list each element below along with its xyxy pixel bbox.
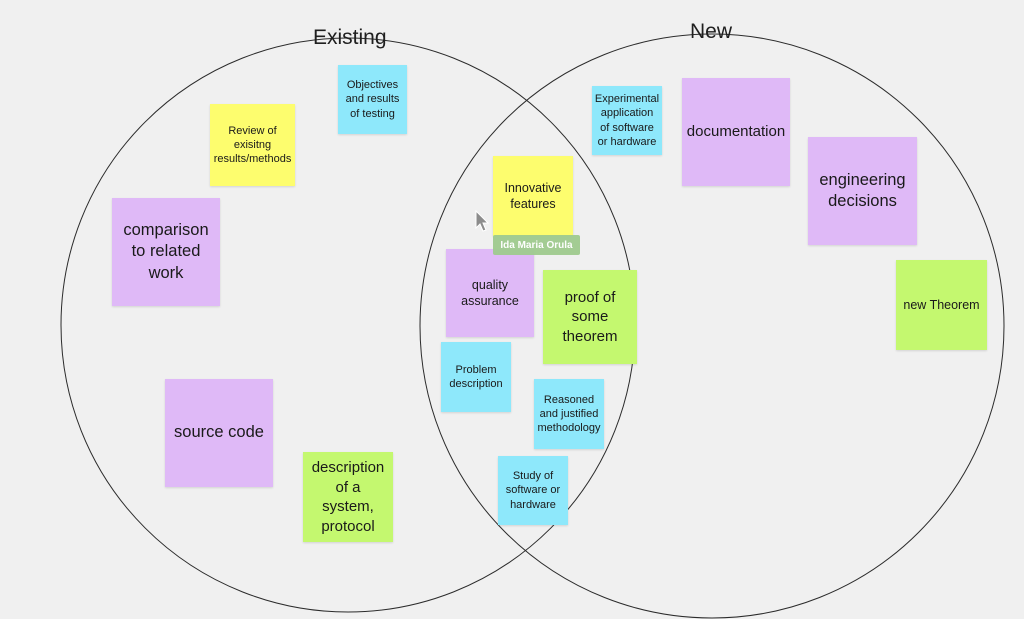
collaborator-name-tag: Ida Maria Orula <box>493 235 580 255</box>
sticky-note-text: Innovative features <box>504 180 562 211</box>
sticky-note-objectives[interactable]: Objectives and results of testing <box>338 65 407 134</box>
sticky-note-text: engineering decisions <box>819 170 906 210</box>
sticky-note-review[interactable]: Review of exisitng results/methods <box>210 104 295 186</box>
sticky-note-text: comparison to related work <box>123 220 209 282</box>
sticky-note-text: description of a system, protocol <box>311 459 385 535</box>
sticky-note-comparison[interactable]: comparison to related work <box>112 198 220 306</box>
sticky-note-proof[interactable]: proof of some theorem <box>543 270 637 364</box>
sticky-note-description-system[interactable]: description of a system, protocol <box>303 452 393 542</box>
sticky-note-experimental[interactable]: Experimental application of software or … <box>592 86 662 155</box>
sticky-note-engineering[interactable]: engineering decisions <box>808 137 917 245</box>
sticky-note-text: documentation <box>686 123 786 141</box>
sticky-note-text: source code <box>174 423 264 442</box>
sticky-note-text: Experimental application of software or … <box>594 92 660 148</box>
sticky-note-reasoned[interactable]: Reasoned and justified methodology <box>534 379 604 449</box>
sticky-note-text: quality assurance <box>461 277 519 308</box>
sticky-note-text: new Theorem <box>903 297 980 312</box>
sticky-note-text: proof of some theorem <box>562 288 618 345</box>
sticky-note-quality[interactable]: quality assurance <box>446 249 534 337</box>
sticky-note-text: Reasoned and justified methodology <box>537 393 601 435</box>
new-circle <box>419 33 1005 619</box>
sticky-note-documentation[interactable]: documentation <box>682 78 790 186</box>
new-label: New <box>690 20 733 43</box>
sticky-note-text: Objectives and results of testing <box>345 79 400 120</box>
collaborator-cursor-icon <box>475 210 489 232</box>
existing-label: Existing <box>313 26 387 49</box>
sticky-note-text: Review of exisitng results/methods <box>213 124 292 166</box>
sticky-note-text: Problem description <box>449 363 503 390</box>
sticky-note-new-theorem[interactable]: new Theorem <box>896 260 987 350</box>
sticky-note-problem[interactable]: Problem description <box>441 342 511 412</box>
sticky-note-innovative[interactable]: Innovative features <box>493 156 573 236</box>
sticky-note-text: Study of software or hardware <box>505 470 561 511</box>
sticky-note-study[interactable]: Study of software or hardware <box>498 456 568 525</box>
sticky-note-source-code[interactable]: source code <box>165 379 273 487</box>
